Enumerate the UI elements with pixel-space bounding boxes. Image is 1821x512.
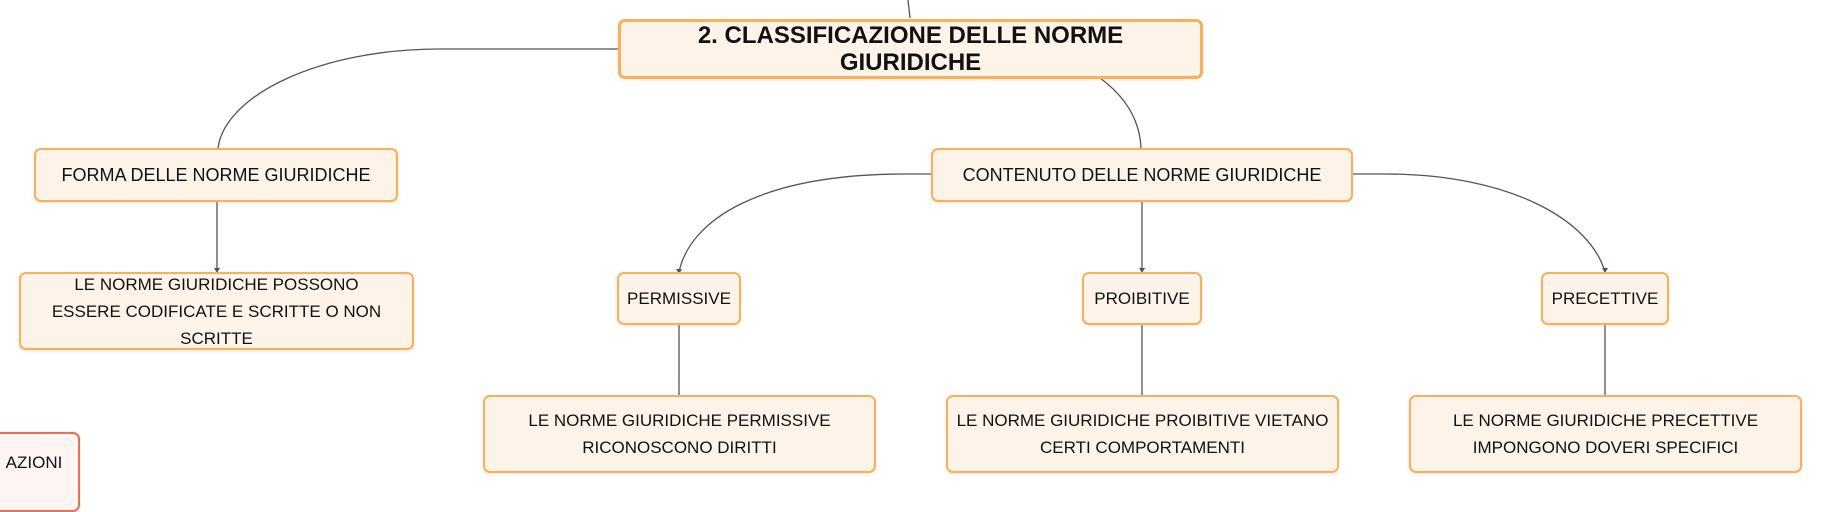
node-proibitive-desc[interactable]: LE NORME GIURIDICHE PROIBITIVE VIETANO C… bbox=[946, 395, 1339, 473]
node-proibitive-desc-label: LE NORME GIURIDICHE PROIBITIVE VIETANO C… bbox=[956, 411, 1329, 457]
arrowhead-forma-desc bbox=[214, 268, 220, 273]
node-precettive[interactable]: PRECETTIVE bbox=[1541, 272, 1669, 325]
node-permissive[interactable]: PERMISSIVE bbox=[617, 272, 741, 325]
connector-incoming bbox=[907, 0, 911, 19]
node-contenuto[interactable]: CONTENUTO DELLE NORME GIURIDICHE bbox=[931, 148, 1353, 202]
node-permissive-desc-label: LE NORME GIURIDICHE PERMISSIVE RICONOSCO… bbox=[528, 411, 831, 457]
node-forma-label: FORMA DELLE NORME GIURIDICHE bbox=[61, 164, 371, 185]
connector-lines bbox=[214, 0, 1608, 395]
node-contenuto-label: CONTENUTO DELLE NORME GIURIDICHE bbox=[962, 164, 1322, 185]
node-permissive-desc[interactable]: LE NORME GIURIDICHE PERMISSIVE RICONOSCO… bbox=[483, 395, 876, 473]
arrowhead-permissive bbox=[676, 269, 682, 274]
node-forma-desc[interactable]: LE NORME GIURIDICHE POSSONO ESSERE CODIF… bbox=[19, 272, 414, 350]
node-precettive-desc[interactable]: LE NORME GIURIDICHE PRECETTIVE IMPONGONO… bbox=[1409, 395, 1802, 473]
node-precettive-label: PRECETTIVE bbox=[1551, 289, 1659, 308]
connector-contenuto-permissive bbox=[678, 173, 931, 273]
node-forma[interactable]: FORMA DELLE NORME GIURIDICHE bbox=[34, 148, 398, 202]
node-permissive-label: PERMISSIVE bbox=[627, 289, 731, 308]
node-root-label: 2. CLASSIFICAZIONE DELLE NORME GIURIDICH… bbox=[697, 22, 1124, 76]
node-precettive-desc-label: LE NORME GIURIDICHE PRECETTIVE IMPONGONO… bbox=[1452, 411, 1759, 457]
node-forma-desc-label: LE NORME GIURIDICHE POSSONO ESSERE CODIF… bbox=[51, 274, 382, 348]
connector-contenuto-precettive bbox=[1353, 173, 1606, 273]
node-partial-left[interactable]: AZIONI bbox=[0, 432, 80, 512]
node-root[interactable]: 2. CLASSIFICAZIONE DELLE NORME GIURIDICH… bbox=[618, 19, 1203, 79]
node-proibitive-label: PROIBITIVE bbox=[1094, 289, 1190, 308]
node-proibitive[interactable]: PROIBITIVE bbox=[1082, 272, 1202, 325]
arrowhead-proibitive bbox=[1139, 268, 1145, 273]
arrowhead-precettive bbox=[1602, 268, 1608, 273]
node-partial-left-label: AZIONI bbox=[5, 452, 63, 472]
connector-root-forma bbox=[217, 48, 618, 149]
connector-root-contenuto bbox=[1099, 77, 1142, 149]
